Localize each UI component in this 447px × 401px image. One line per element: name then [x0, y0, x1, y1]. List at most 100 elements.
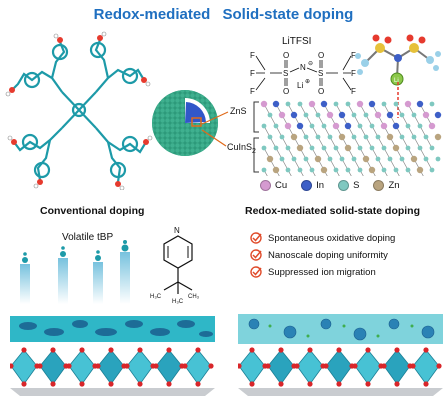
- lattice-atom: [290, 133, 298, 141]
- li-connector: [397, 82, 399, 118]
- lattice-atom: [296, 122, 304, 130]
- lattice-atom: [272, 100, 280, 108]
- tbp-methyl-mid: H₃C: [172, 299, 184, 305]
- lattice-atom: [267, 134, 273, 140]
- lattice-atom: [369, 123, 375, 129]
- lattice-atom: [303, 112, 309, 118]
- lattice-atom: [417, 145, 423, 151]
- lattice-atom: [273, 145, 279, 151]
- litfsi-o3: O: [318, 51, 324, 60]
- lattice-atom: [393, 167, 399, 173]
- lattice-atom: [417, 123, 423, 129]
- lattice-atom: [428, 122, 436, 130]
- lattice-atom: [278, 111, 286, 119]
- octahedron-vertex: [336, 347, 342, 353]
- lattice-atom: [338, 133, 346, 141]
- octahedron-vertex: [307, 347, 313, 353]
- octahedron-vertex: [166, 381, 172, 387]
- legend-dot-zn: [373, 180, 385, 191]
- lattice-atom: [303, 134, 309, 140]
- lattice-atom: [321, 145, 327, 151]
- lattice-atom: [386, 111, 394, 119]
- lattice-atom: [345, 167, 351, 173]
- octahedron: [412, 349, 440, 385]
- lattice-atom: [362, 155, 370, 163]
- lattice-atom: [260, 100, 268, 108]
- octahedron-vertex: [294, 363, 300, 369]
- lattice-atom: [434, 133, 442, 141]
- litfsi-o1: O: [283, 51, 289, 60]
- octahedron: [267, 349, 295, 385]
- lattice-atom: [333, 101, 339, 107]
- feature-item: Spontaneous oxidative doping: [250, 232, 395, 244]
- lattice-atom: [308, 100, 316, 108]
- legend-label-zn: Zn: [388, 180, 400, 191]
- lattice-atom: [303, 156, 309, 162]
- lattice-atom: [279, 134, 285, 140]
- feature-list: Spontaneous oxidative doping Nanoscale d…: [250, 232, 395, 278]
- feature-text: Nanoscale doping uniformity: [268, 249, 388, 261]
- tbp-structure: N H₃C H₃C CH₃: [150, 226, 200, 305]
- litfsi-f1: F: [250, 51, 255, 60]
- litfsi-label: LiTFSI: [282, 36, 312, 47]
- lattice-atom: [375, 134, 381, 140]
- lattice-atom: [297, 167, 303, 173]
- octahedron-vertex: [50, 381, 56, 387]
- element-legend: Cu In S Zn: [260, 180, 400, 191]
- check-target-icon: [250, 249, 262, 261]
- legend-label-cu: Cu: [275, 180, 288, 191]
- spiro-molecule-illustration: [5, 31, 153, 190]
- octahedron-vertex: [108, 381, 114, 387]
- lattice-atom: [404, 100, 412, 108]
- lattice-atom: [279, 156, 285, 162]
- lattice-atom: [326, 111, 334, 119]
- left-panel-heading: Conventional doping: [40, 205, 145, 217]
- octahedron-vertex: [208, 363, 214, 369]
- octahedron-vertex: [108, 347, 114, 353]
- lattice-atom: [357, 167, 363, 173]
- octahedron: [68, 349, 96, 385]
- lattice-atom: [285, 101, 291, 107]
- lattice-atom: [344, 144, 352, 152]
- lattice-atom: [315, 112, 321, 118]
- lattice-atom: [261, 167, 267, 173]
- lattice-atom: [332, 122, 340, 130]
- octahedron-vertex: [50, 347, 56, 353]
- octahedron: [325, 349, 353, 385]
- lattice-atom: [315, 134, 321, 140]
- lattice-atom: [381, 101, 387, 107]
- lattice-atom: [309, 145, 315, 151]
- lattice-atom: [351, 134, 357, 140]
- lattice-atom: [291, 156, 297, 162]
- litfsi-f6: F: [351, 87, 356, 96]
- check-target-icon: [250, 232, 262, 244]
- octahedron-vertex: [95, 363, 101, 369]
- lattice-atom: [434, 111, 442, 119]
- lattice-atom: [356, 100, 364, 108]
- octahedron-vertex: [265, 363, 271, 369]
- lattice-atom: [261, 123, 267, 129]
- tbp-methyl-left: H₃C: [150, 294, 162, 300]
- lattice-atom: [429, 167, 435, 173]
- lattice-atom: [392, 144, 400, 152]
- feature-text: Suppressed ion migration: [268, 266, 376, 278]
- litfsi-structure: F F F O O S N ⊖ Li ⊕ S O O F F F: [250, 51, 356, 96]
- octahedron-vertex: [238, 363, 242, 369]
- lattice-atom: [429, 145, 435, 151]
- litfsi-o2: O: [283, 87, 289, 96]
- lattice-atom: [351, 112, 357, 118]
- octahedron: [383, 349, 411, 385]
- conventional-device-stack: [10, 316, 215, 396]
- lattice-atom: [416, 100, 424, 108]
- octahedron-vertex: [137, 381, 143, 387]
- octahedron-vertex: [423, 381, 429, 387]
- litfsi-f4: F: [351, 51, 356, 60]
- lattice-atom: [392, 122, 400, 130]
- lattice-atom: [309, 167, 315, 173]
- lattice-atom: [405, 123, 411, 129]
- lattice-atom: [399, 134, 405, 140]
- octahedron-vertex: [66, 363, 72, 369]
- legend-dot-in: [301, 180, 313, 191]
- lattice-atom: [267, 112, 273, 118]
- tfsi-3d-li: Li: [394, 78, 399, 84]
